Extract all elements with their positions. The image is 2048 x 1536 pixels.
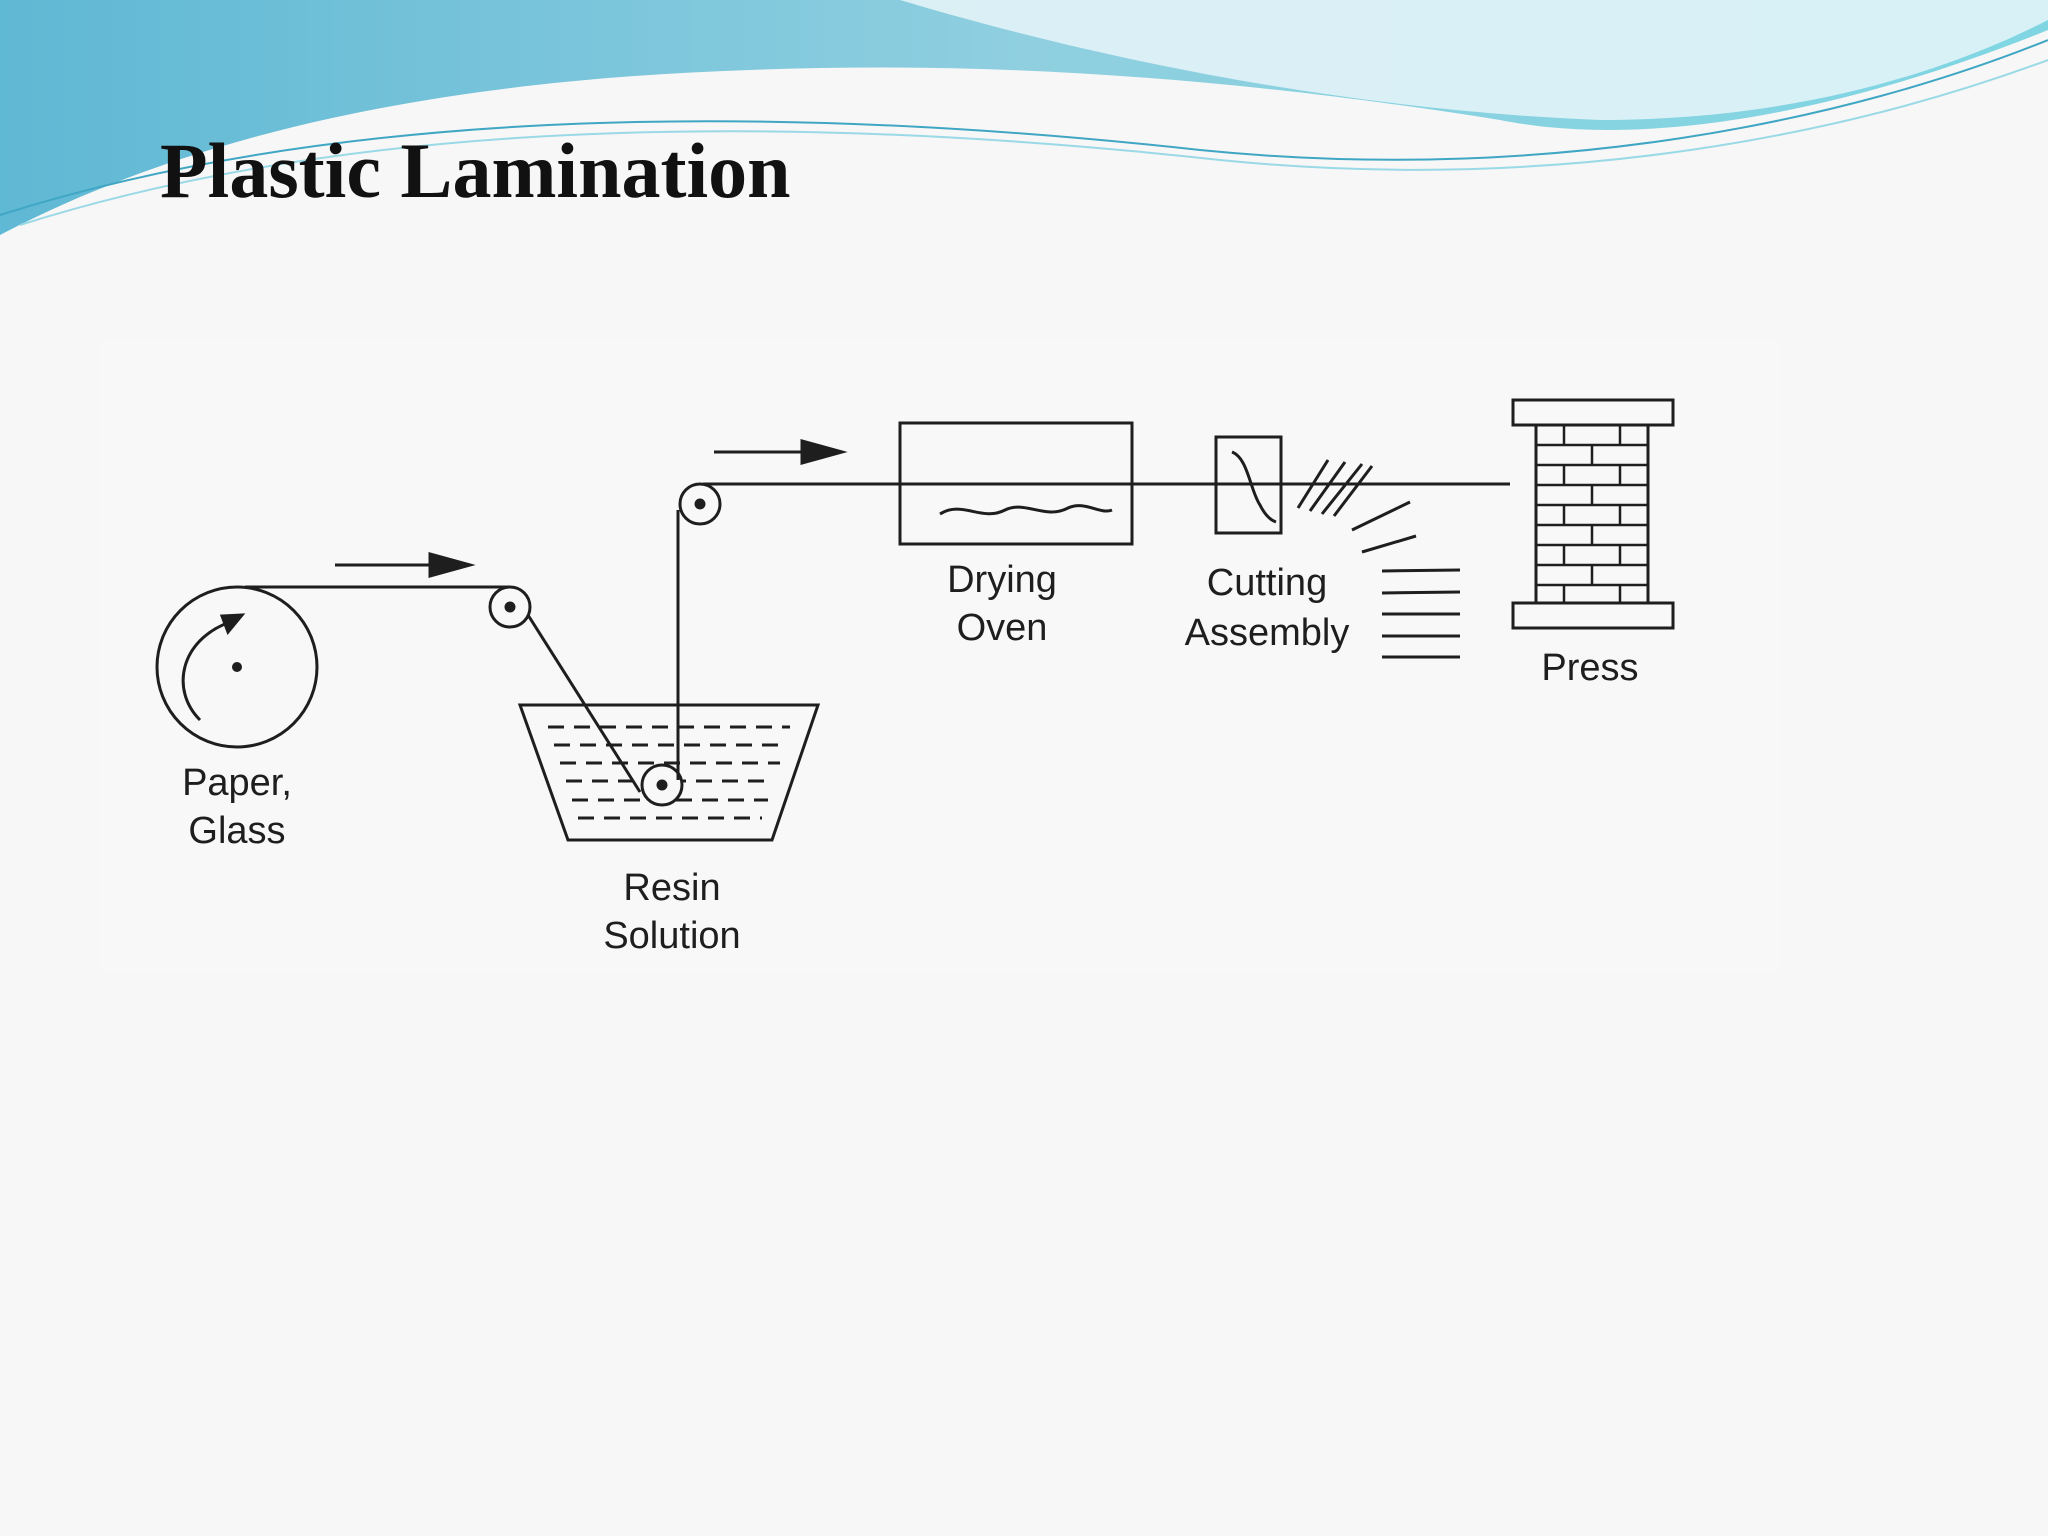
- feed-arrow-icon: [335, 552, 476, 578]
- resin-bath-icon: [517, 703, 821, 842]
- label-resin-solution-line2: Solution: [603, 915, 740, 957]
- label-drying-oven-line1: Drying: [947, 559, 1057, 601]
- header-banner: [0, 0, 2048, 235]
- banner-white-swoosh: [900, 0, 2048, 120]
- label-drying-oven-line2: Oven: [957, 607, 1048, 649]
- label-cutting-assembly-line2: Assembly: [1185, 612, 1350, 654]
- figure-panel: Paper, Glass Resin Solution Drying Oven …: [100, 340, 1780, 972]
- label-resin-solution-line1: Resin: [623, 867, 720, 909]
- slide-title: Plastic Lamination: [160, 127, 791, 214]
- process-arrow-icon: [714, 439, 848, 465]
- lamination-diagram: Paper, Glass Resin Solution Drying Oven …: [155, 398, 1675, 957]
- guide-pulley-icon: [488, 585, 532, 629]
- cutting-assembly-icon: [1214, 435, 1283, 535]
- drying-oven-icon: [898, 421, 1134, 546]
- press-icon: [1511, 398, 1675, 630]
- label-cutting-assembly-line1: Cutting: [1207, 562, 1327, 604]
- cut-sheets-icon: [1296, 459, 1461, 659]
- label-paper-glass-line2: Glass: [188, 810, 285, 852]
- top-pulley-icon: [678, 482, 722, 526]
- label-paper-glass-line1: Paper,: [182, 762, 292, 804]
- label-press: Press: [1541, 647, 1638, 689]
- banner-accent-line: [0, 39, 2048, 216]
- banner-accent-line-2: [19, 59, 2048, 226]
- paper-roll-icon: [155, 585, 319, 749]
